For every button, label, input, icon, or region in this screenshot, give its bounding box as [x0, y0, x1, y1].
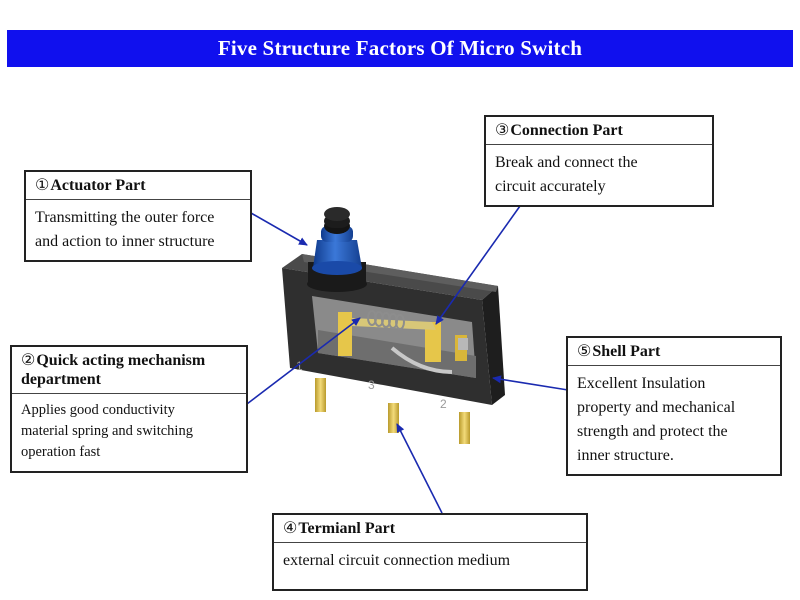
- terminal-marking-1: 1: [296, 359, 303, 373]
- terminal-pins: [315, 378, 470, 444]
- terminal-pin-1: [315, 378, 326, 412]
- callout-connection-description: Break and connect the circuit accurately: [495, 154, 638, 195]
- callout-number: ④: [283, 520, 298, 537]
- page-title: Five Structure Factors Of Micro Switch: [217, 36, 583, 60]
- callout-number: ③: [495, 122, 510, 139]
- callout-shell-description: Excellent Insulation property and mechan…: [577, 375, 736, 464]
- internal-mechanism: [338, 310, 468, 374]
- callout-number: ⑤: [577, 343, 592, 360]
- arrow-pointer-connection: [435, 205, 521, 325]
- pointer-arrows: [238, 205, 569, 514]
- title-banner: Five Structure Factors Of Micro Switch: [7, 30, 793, 67]
- callout-number: ①: [35, 177, 50, 194]
- terminal-pin-2: [459, 412, 470, 444]
- arrow-pointer-quick-acting: [238, 317, 361, 411]
- terminal-marking-3: 3: [368, 378, 375, 392]
- terminal-pin-3: [388, 403, 399, 433]
- arrow-pointer-actuator: [250, 212, 308, 246]
- callout-number: ②: [21, 352, 36, 369]
- terminal-marking-2: 2: [440, 397, 447, 411]
- callout-quick-acting: ②Quick acting mechanism department Appli…: [10, 345, 248, 473]
- actuator-plunger: [307, 207, 367, 292]
- callout-quick-acting-title: ②Quick acting mechanism department: [12, 347, 246, 394]
- arrow-pointer-shell: [492, 375, 569, 391]
- arrow-pointer-terminal: [396, 423, 443, 514]
- callout-actuator-description: Transmitting the outer force and action …: [35, 209, 215, 250]
- callout-quick-acting-description: Applies good conductivity material sprin…: [21, 402, 193, 460]
- callout-terminal-description: external circuit connection medium: [283, 552, 511, 569]
